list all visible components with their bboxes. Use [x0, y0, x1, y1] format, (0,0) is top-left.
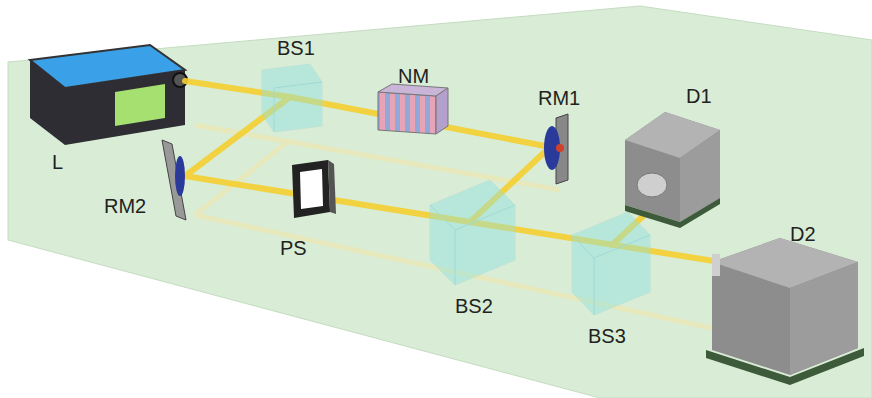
part-label: NM [398, 66, 429, 86]
beam-splitter [572, 212, 650, 315]
nonlinear-medium [378, 84, 448, 134]
phase-shifter [292, 160, 336, 218]
mirror [162, 140, 186, 220]
part-label: BS3 [588, 326, 626, 346]
laser [30, 45, 187, 145]
part-label: RM1 [538, 88, 580, 108]
detector [625, 112, 720, 228]
part-label: BS1 [277, 38, 315, 58]
part-label: PS [280, 238, 307, 258]
mirror [544, 114, 568, 184]
part-label: BS2 [455, 296, 493, 316]
part-label: L [52, 152, 63, 172]
optical-table [8, 6, 872, 398]
detector [706, 238, 864, 385]
part-label: RM2 [104, 196, 146, 216]
part-label: D2 [790, 224, 816, 244]
beam-splitter [262, 64, 322, 132]
part-label: D1 [686, 86, 712, 106]
beam-splitter [430, 180, 515, 285]
